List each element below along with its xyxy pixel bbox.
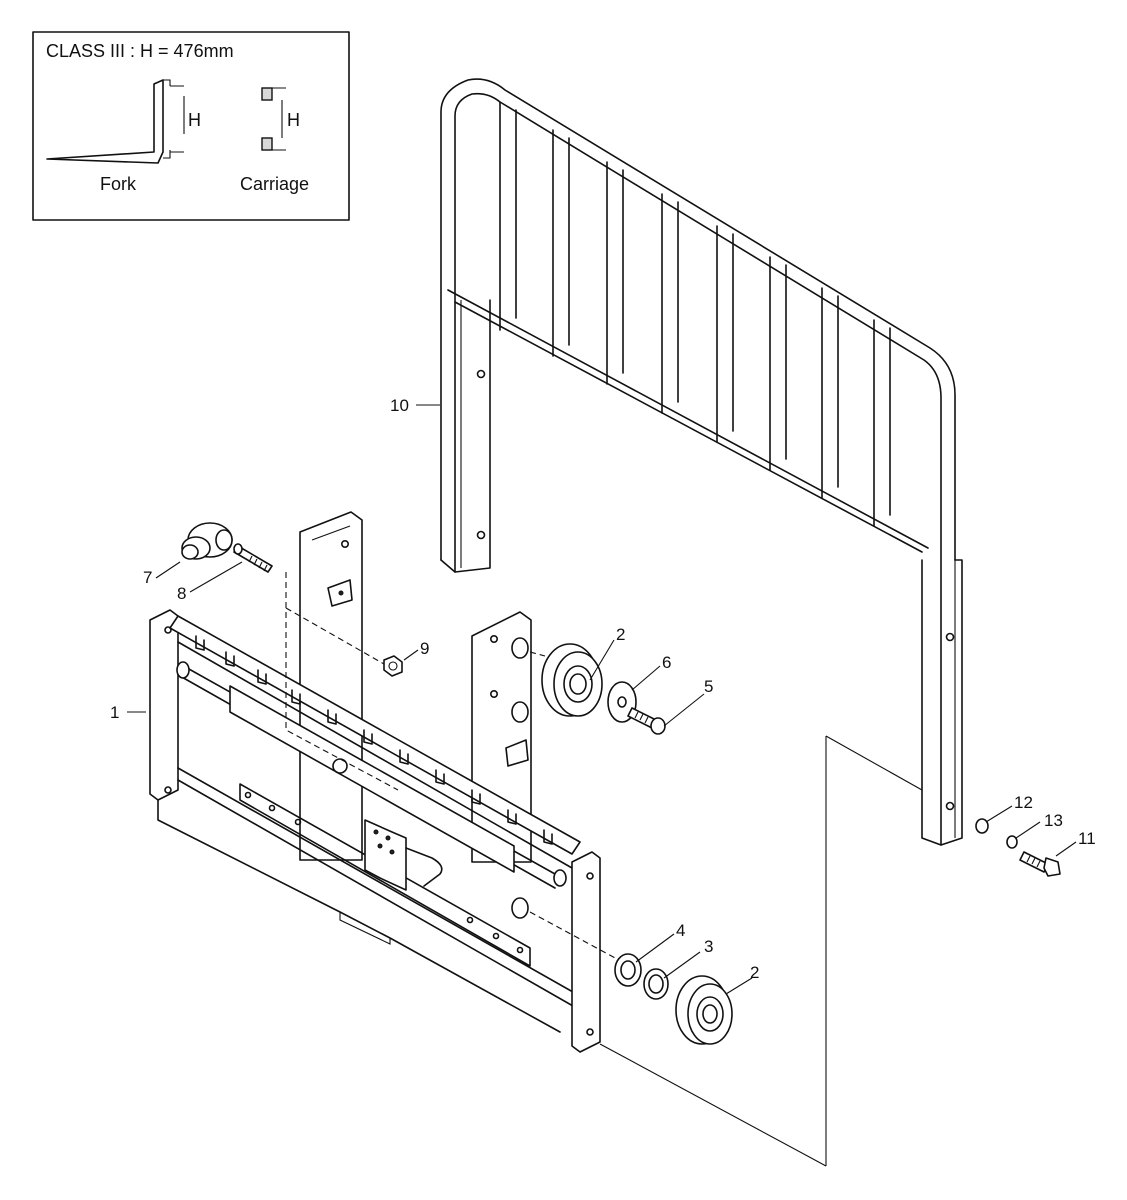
carriage-profile-icon: H Carriage [240,87,309,194]
reference-lines [599,735,923,1167]
callout-leaders [127,404,1077,995]
load-backrest [440,78,963,846]
part-13-lockwasher [1006,835,1018,849]
callout-1: 1 [110,703,119,722]
part-8-stud [233,543,273,573]
callout-4: 4 [676,921,685,940]
part-6-washer [607,681,637,723]
callout-8: 8 [177,584,186,603]
fork-dim-letter: H [188,110,201,130]
carriage-dim-letter: H [287,110,300,130]
fork-carriage [149,609,601,1053]
callout-9: 9 [420,639,429,658]
callout-11: 11 [1078,829,1096,848]
callout-3: 3 [704,937,713,956]
callout-13: 13 [1044,811,1063,830]
inset-frame [32,31,350,221]
callout-12: 12 [1014,793,1033,812]
callout-labels: 1 2 2 3 4 5 6 7 8 9 10 11 12 13 [110,396,1096,982]
left-guide-plate [299,511,363,861]
callout-6: 6 [662,653,671,672]
class-inset-box: CLASS III : H = 476mm H Fork H Carriage [32,31,350,221]
part-2-upper-roller [541,643,603,717]
carriage-label: Carriage [240,174,309,194]
part-3-shim [643,968,669,1000]
callout-10: 10 [390,396,409,415]
callout-5: 5 [704,677,713,696]
alignment-lines [285,572,631,967]
fork-profile-icon: H Fork [46,79,201,194]
callout-2-upper: 2 [616,625,625,644]
part-4-shim [614,953,642,987]
callout-7: 7 [143,568,152,587]
part-2-lower-roller [675,975,733,1045]
part-9-nut [383,655,403,677]
carriage-notches [195,635,553,845]
part-11-bolt [1019,851,1061,877]
callout-2-lower: 2 [750,963,759,982]
inset-title: CLASS III : H = 476mm [46,41,234,61]
part-7-side-roller [181,522,233,560]
backrest-slats [499,101,891,527]
fork-label: Fork [100,174,137,194]
part-5-screw [627,707,666,735]
part-12-washer [975,818,989,834]
